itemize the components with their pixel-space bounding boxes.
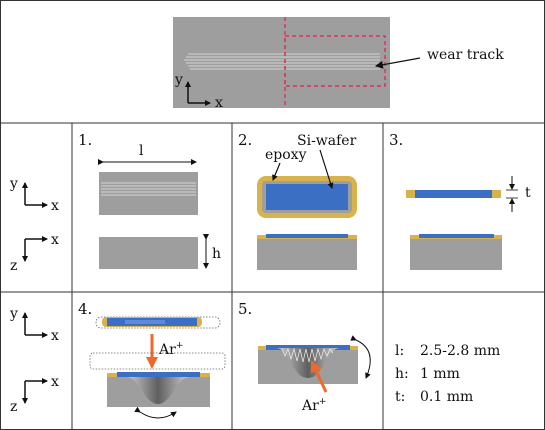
section-top-track bbox=[125, 320, 165, 324]
step-5-number: 5. bbox=[238, 300, 252, 318]
top-panel: wear track y x bbox=[173, 17, 504, 111]
row1-y-label: y bbox=[9, 176, 18, 192]
legend-t-value: 0.1 mm bbox=[420, 389, 473, 405]
sample-side-2 bbox=[257, 239, 357, 270]
legend-t-key: t: bbox=[395, 389, 405, 405]
step-4: 4. Ar+ bbox=[78, 300, 226, 419]
row1-axes: y x z x bbox=[9, 176, 59, 274]
wafer-pointer bbox=[319, 149, 334, 189]
step-1: 1. l h bbox=[78, 131, 221, 269]
step-5: 5. Ar+ bbox=[238, 300, 371, 414]
top-axes: y x bbox=[174, 72, 223, 111]
ion-label-4: Ar+ bbox=[158, 341, 183, 358]
axis-x-label: x bbox=[215, 95, 223, 111]
row2-axes: y x z x bbox=[9, 306, 59, 415]
wear-track-label: wear track bbox=[427, 47, 504, 63]
wafer-side-3 bbox=[419, 234, 494, 238]
legend-l-value: 2.5-2.8 mm bbox=[420, 343, 500, 359]
length-label: l bbox=[139, 143, 144, 159]
wear-track-region bbox=[284, 35, 386, 87]
ion-beam-arrow-5 bbox=[310, 360, 328, 393]
crater-serration bbox=[281, 347, 334, 363]
axes-xy-2 bbox=[22, 312, 48, 338]
step-3-number: 3. bbox=[389, 131, 403, 149]
sample-side-3 bbox=[410, 239, 502, 270]
step-2: 2. epoxy Si-wafer bbox=[238, 131, 357, 270]
row1-x2-label: x bbox=[51, 232, 59, 248]
sample-top-track bbox=[101, 182, 196, 196]
thickness-label: t bbox=[525, 185, 531, 201]
height-label: h bbox=[212, 246, 221, 262]
axes-zx bbox=[22, 236, 48, 262]
axes-xy bbox=[22, 182, 48, 208]
wafer-side-4 bbox=[117, 372, 200, 377]
legend-l-key: l: bbox=[395, 343, 404, 359]
wafer-side bbox=[266, 234, 348, 238]
crater-4 bbox=[126, 377, 190, 404]
sample-top-view bbox=[173, 17, 390, 108]
row1-z-label: z bbox=[10, 258, 17, 274]
si-wafer bbox=[266, 184, 348, 210]
thin-section-wafer bbox=[415, 190, 492, 198]
row2-x-label: x bbox=[51, 328, 59, 344]
row1-x-label: x bbox=[51, 198, 59, 214]
wafer-side-5 bbox=[266, 345, 350, 350]
step-3: 3. t bbox=[389, 131, 531, 270]
removed-outline-side bbox=[89, 352, 226, 370]
sample-side bbox=[99, 237, 198, 269]
axis-y-label: y bbox=[174, 72, 183, 88]
row2-y-label: y bbox=[9, 306, 18, 322]
legend-h-key: h: bbox=[395, 366, 409, 382]
sample-top bbox=[99, 172, 198, 215]
row2-x2-label: x bbox=[51, 374, 59, 390]
dimensions-legend: l: 2.5-2.8 mm h: 1 mm t: 0.1 mm bbox=[395, 343, 500, 405]
row2-z-label: z bbox=[10, 399, 17, 415]
legend-h-value: 1 mm bbox=[420, 366, 460, 382]
step-1-number: 1. bbox=[78, 131, 92, 149]
step-2-number: 2. bbox=[238, 131, 252, 149]
wear-track-pointer bbox=[375, 57, 421, 69]
epoxy-label: epoxy bbox=[265, 147, 307, 163]
ion-label-5: Ar+ bbox=[301, 397, 326, 414]
rotation-arrow-5 bbox=[350, 335, 371, 379]
si-wafer-label: Si-wafer bbox=[297, 133, 357, 149]
axes-zx-2 bbox=[22, 378, 48, 404]
epoxy-pointer bbox=[272, 162, 281, 181]
step-4-number: 4. bbox=[78, 300, 92, 318]
tilt-arrow-4 bbox=[134, 406, 177, 419]
